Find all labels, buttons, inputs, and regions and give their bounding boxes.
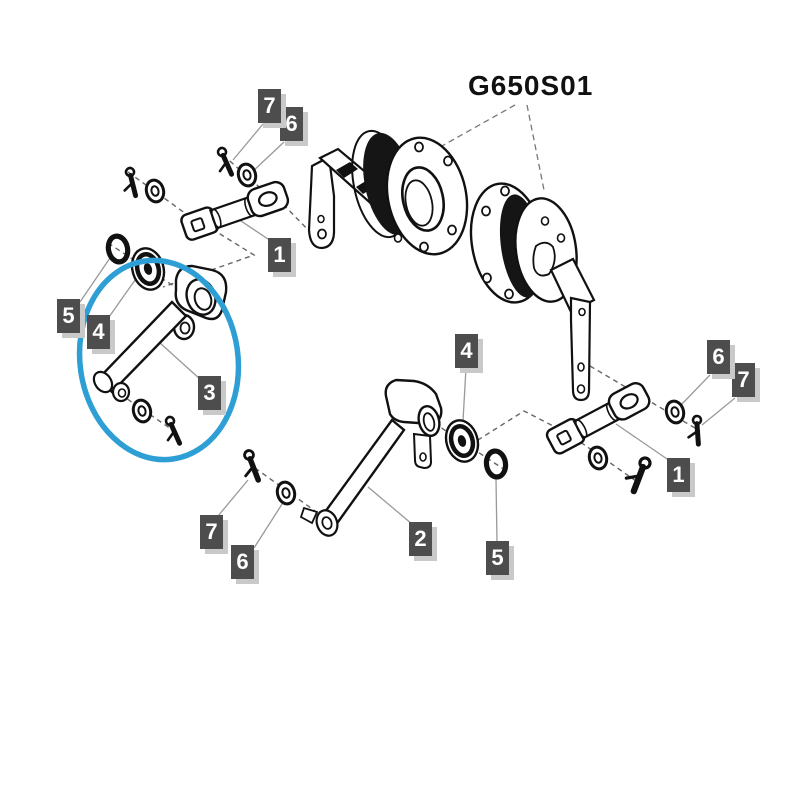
part-label-6-bottom-left[interactable]: 6 [231, 545, 254, 579]
part-label-2[interactable]: 2 [409, 522, 432, 556]
cotter-pin-bottom-right [622, 456, 659, 491]
left-hub-assembly [307, 129, 469, 256]
cotter-pin-right [683, 414, 712, 444]
washer-highlighted [129, 396, 155, 426]
link-rod-left [177, 178, 292, 243]
diagram-title: G650S01 [468, 70, 594, 101]
highlight-circle[interactable] [67, 250, 251, 470]
bearing-washer-center [441, 417, 482, 466]
washer-bottom-right [585, 443, 611, 473]
cotter-pin-top [213, 147, 237, 174]
part-label-6-right[interactable]: 6 [707, 340, 730, 374]
washer-top-left [142, 176, 168, 206]
washer-top [234, 160, 260, 190]
cotter-pin-bottom-left [238, 449, 266, 480]
pivot-arm-long [299, 378, 443, 537]
cotter-pin-top-left [118, 167, 145, 196]
part-label-5-left[interactable]: 5 [57, 299, 80, 333]
label-leader-lines [79, 123, 736, 549]
right-hub-assembly [469, 182, 596, 402]
part-label-7-right[interactable]: 7 [732, 363, 755, 397]
pivot-arm-short [92, 264, 228, 403]
part-label-3[interactable]: 3 [198, 376, 221, 410]
part-label-4-center[interactable]: 4 [455, 334, 478, 368]
title-leader-lines [432, 104, 545, 191]
washer-bottom-left [273, 478, 299, 508]
link-rod-right [542, 378, 654, 457]
part-label-7-bottom-left[interactable]: 7 [200, 515, 223, 549]
bearing-washer-left [127, 245, 168, 294]
part-label-1-top-left[interactable]: 1 [268, 238, 291, 272]
part-label-1-right[interactable]: 1 [667, 458, 690, 492]
cotter-pin-highlighted [161, 416, 185, 443]
part-label-7-top-left[interactable]: 7 [258, 89, 281, 123]
part-label-5-center[interactable]: 5 [486, 541, 509, 575]
part-label-6-top-left[interactable]: 6 [280, 107, 303, 141]
part-label-4-left[interactable]: 4 [87, 315, 110, 349]
